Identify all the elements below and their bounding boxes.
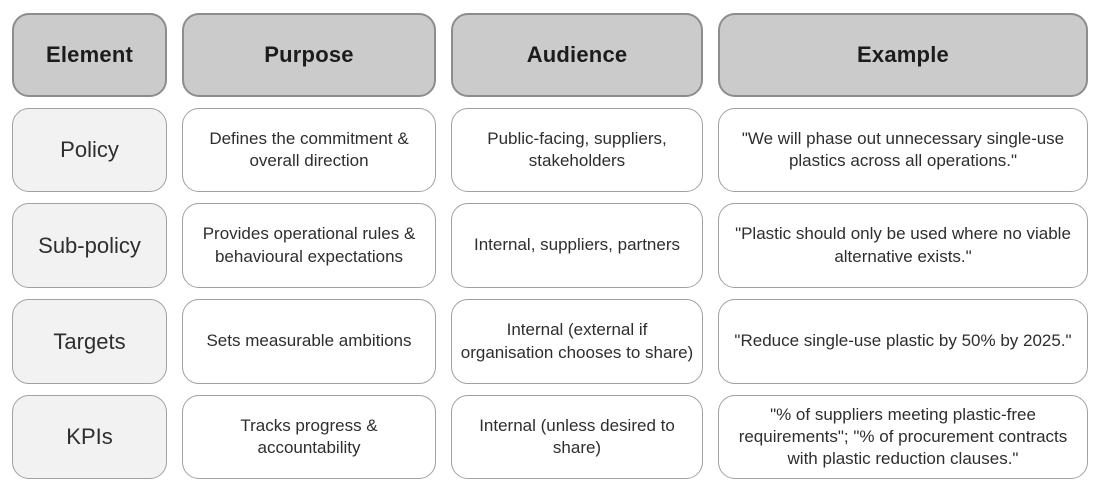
cell-sub-policy-audience: Internal, suppliers, partners [451,203,703,288]
cell-policy-purpose: Defines the commitment & overall directi… [182,108,436,192]
row-label-targets: Targets [12,299,167,384]
cell-targets-purpose: Sets measurable ambitions [182,299,436,384]
row-label-sub-policy: Sub-policy [12,203,167,288]
cell-targets-audience: Internal (external if organisation choos… [451,299,703,384]
cell-sub-policy-example: "Plastic should only be used where no vi… [718,203,1088,288]
column-header-element: Element [12,13,167,97]
column-header-example: Example [718,13,1088,97]
column-header-purpose: Purpose [182,13,436,97]
column-header-audience: Audience [451,13,703,97]
cell-kpis-audience: Internal (unless desired to share) [451,395,703,479]
cell-kpis-purpose: Tracks progress & accountability [182,395,436,479]
row-label-policy: Policy [12,108,167,192]
cell-sub-policy-purpose: Provides operational rules & behavioural… [182,203,436,288]
cell-policy-example: "We will phase out unnecessary single-us… [718,108,1088,192]
cell-kpis-example: "% of suppliers meeting plastic-free req… [718,395,1088,479]
cell-policy-audience: Public-facing, suppliers, stakeholders [451,108,703,192]
row-label-kpis: KPIs [12,395,167,479]
cell-targets-example: "Reduce single-use plastic by 50% by 202… [718,299,1088,384]
